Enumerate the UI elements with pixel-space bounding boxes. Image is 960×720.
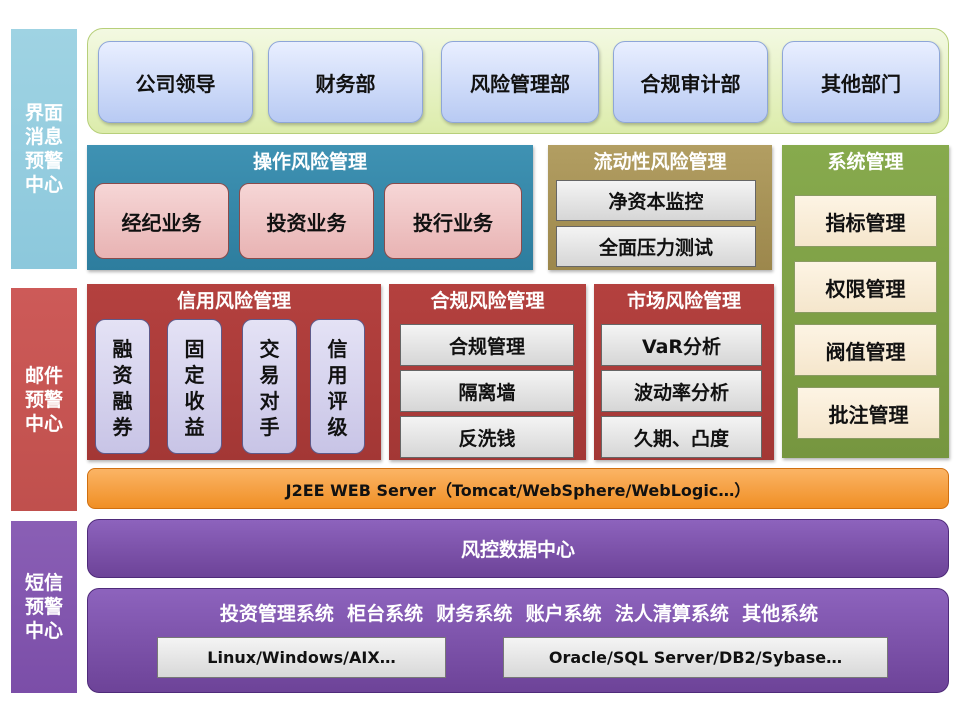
- item-indicator-mgmt[interactable]: 指标管理: [794, 195, 937, 247]
- panel-title: 流动性风险管理: [593, 150, 727, 173]
- dept-compliance-audit[interactable]: 合规审计部: [613, 41, 768, 123]
- os-platforms: Linux/Windows/AIX…: [157, 637, 446, 678]
- dept-risk-management[interactable]: 风险管理部: [441, 41, 599, 123]
- item-stress-test[interactable]: 全面压力测试: [556, 226, 756, 267]
- item-permission-mgmt[interactable]: 权限管理: [794, 261, 937, 313]
- sms-alert-center: 短信 预警 中心: [11, 521, 77, 693]
- item-credit-rating[interactable]: 信 用 评 级: [310, 319, 365, 454]
- item-compliance-mgmt[interactable]: 合规管理: [400, 324, 574, 366]
- item-investment-banking[interactable]: 投行业务: [384, 183, 522, 259]
- database-platforms: Oracle/SQL Server/DB2/Sybase…: [503, 637, 888, 678]
- item-fixed-income[interactable]: 固 定 收 益: [167, 319, 222, 454]
- item-net-capital-monitor[interactable]: 净资本监控: [556, 180, 756, 221]
- dept-finance[interactable]: 财务部: [268, 41, 423, 123]
- panel-title: 操作风险管理: [252, 150, 367, 173]
- risk-data-center: 风控数据中心: [87, 519, 949, 578]
- source-systems-list: 投资管理系统 柜台系统 财务系统 账户系统 法人清算系统 其他系统: [219, 602, 819, 625]
- item-annotation-mgmt[interactable]: 批注管理: [797, 387, 940, 439]
- mail-alert-center: 邮件 预警 中心: [11, 288, 77, 511]
- item-var-analysis[interactable]: VaR分析: [601, 324, 762, 366]
- item-counterparty[interactable]: 交 易 对 手: [242, 319, 297, 454]
- item-volatility-analysis[interactable]: 波动率分析: [601, 370, 762, 412]
- panel-title: 系统管理: [827, 150, 904, 173]
- item-margin-trading[interactable]: 融 资 融 券: [95, 319, 150, 454]
- item-brokerage[interactable]: 经纪业务: [94, 183, 229, 259]
- item-anti-money-laundering[interactable]: 反洗钱: [400, 416, 574, 458]
- panel-title: 信用风险管理: [176, 289, 291, 312]
- item-threshold-mgmt[interactable]: 阀值管理: [794, 324, 937, 376]
- dept-company-leadership[interactable]: 公司领导: [98, 41, 253, 123]
- item-firewall[interactable]: 隔离墙: [400, 370, 574, 412]
- item-duration-convexity[interactable]: 久期、凸度: [601, 416, 762, 458]
- ui-message-alert-center: 界面 消息 预警 中心: [11, 29, 77, 269]
- panel-title: 合规风险管理: [430, 289, 545, 312]
- dept-other[interactable]: 其他部门: [782, 41, 940, 123]
- j2ee-web-server-bar: J2EE WEB Server（Tomcat/WebSphere/WebLogi…: [87, 468, 949, 509]
- panel-title: 市场风险管理: [626, 289, 741, 312]
- item-investment[interactable]: 投资业务: [239, 183, 374, 259]
